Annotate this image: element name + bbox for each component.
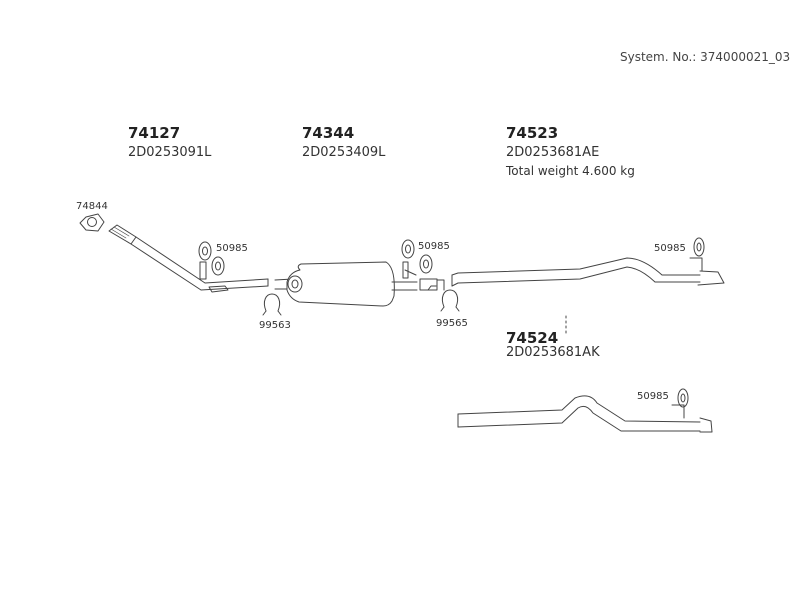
front-pipe-part <box>109 225 268 292</box>
gasket-icon <box>80 214 104 231</box>
callout-clamp-1: 99563 <box>259 320 291 331</box>
part-number-tail-pipe: 74523 <box>506 124 559 142</box>
callout-clamp-2: 99565 <box>436 318 468 329</box>
callout-hanger-4: 50985 <box>637 391 669 402</box>
total-weight-note: Total weight 4.600 kg <box>506 164 635 178</box>
middle-silencer-part <box>275 262 444 306</box>
callout-hanger-3: 50985 <box>654 243 686 254</box>
clamp-1-icon <box>263 294 281 315</box>
callout-hanger-1: 50985 <box>216 243 248 254</box>
part-number-middle-silencer: 74344 <box>302 124 355 142</box>
tail-pipe-part <box>452 258 724 286</box>
rubber-hanger-2-icon <box>402 240 432 278</box>
system-number: System. No.: 374000021_03 <box>620 50 791 64</box>
alt-tail-pipe-part <box>458 396 712 432</box>
part-number-front-pipe: 74127 <box>128 124 181 142</box>
rubber-hanger-1-icon <box>199 242 224 279</box>
rubber-hanger-4-icon <box>678 389 688 407</box>
oem-number-middle-silencer: 2D0253409L <box>302 145 386 160</box>
oem-number-front-pipe: 2D0253091L <box>128 145 212 160</box>
oem-number-alt-tail-pipe: 2D0253681AK <box>506 345 600 360</box>
callout-hanger-2: 50985 <box>418 241 450 252</box>
callout-gasket: 74844 <box>76 201 108 212</box>
rubber-hanger-3-icon <box>694 238 704 256</box>
part-number-alt-tail-pipe: 74524 <box>506 329 559 347</box>
clamp-2-icon <box>441 290 459 311</box>
oem-number-tail-pipe: 2D0253681AE <box>506 145 600 160</box>
